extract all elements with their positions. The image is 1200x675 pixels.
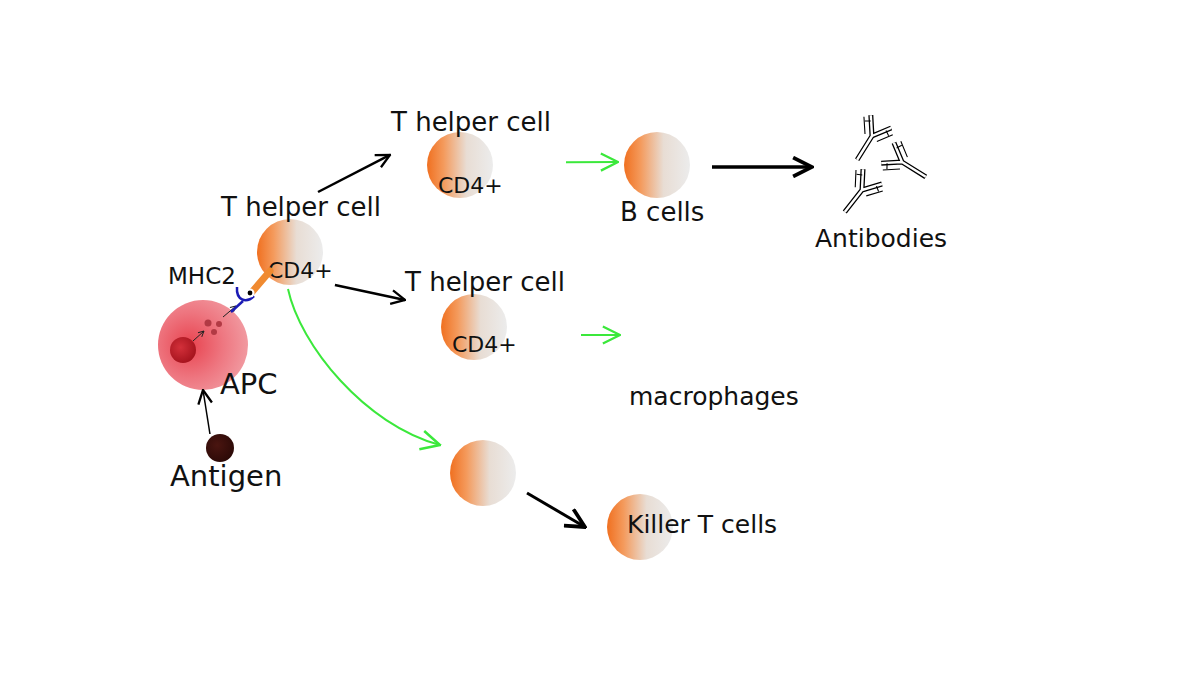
cell-node: APC — [158, 300, 248, 390]
cell-name: Antibodies — [815, 224, 947, 254]
cell-name: Antigen — [170, 459, 282, 494]
green-arrow — [288, 289, 440, 445]
cell-circle — [450, 440, 516, 506]
cell-name: T helper cell — [221, 192, 381, 223]
connector-arrow — [203, 390, 210, 434]
nucleus — [170, 337, 196, 363]
connector-arrow — [566, 161, 618, 163]
mhc2-receptor — [231, 301, 243, 312]
mhc2-receptor — [237, 287, 254, 300]
antigen-fragment — [205, 320, 212, 327]
cell-name: T helper cell — [391, 107, 551, 138]
cell-circle — [206, 434, 234, 462]
antigen-fragment — [216, 321, 222, 327]
cell-name: macrophages — [629, 382, 799, 412]
black-arrow — [527, 493, 585, 527]
connector-arrow — [581, 334, 620, 336]
cell-node: T helper cellCD4+ — [220, 192, 396, 285]
antibody-symbol — [879, 139, 935, 192]
connector-arrow — [318, 155, 390, 192]
connector-arrow — [712, 165, 812, 169]
connector-arrow — [335, 285, 405, 300]
cell-circle — [624, 132, 690, 198]
cd4-receptor — [252, 271, 270, 292]
marker-name: CD4+ — [268, 258, 333, 284]
cell-node: Killer T cells — [607, 494, 797, 560]
small-arrow — [193, 331, 204, 341]
cell-name: APC — [220, 367, 278, 402]
cell-node: B cells — [618, 132, 712, 230]
cell-node: T helper cellCD4+ — [390, 107, 566, 199]
antibody-symbol — [843, 113, 896, 169]
cell-node: Antigen — [170, 434, 290, 498]
antibody-symbol — [831, 166, 885, 222]
marker-name: CD4+ — [452, 332, 517, 358]
cell-node: Antibodies — [812, 105, 952, 257]
marker-name: CD4+ — [438, 173, 503, 199]
cell-node: T helper cellCD4+ — [405, 267, 581, 362]
cell-name: Killer T cells — [627, 510, 777, 540]
cell-name: B cells — [620, 197, 704, 228]
cell-node: macrophages — [620, 320, 820, 418]
cell-name: T helper cell — [405, 267, 565, 298]
molecule-label: MHC2 — [168, 263, 236, 291]
antigen-fragment — [211, 329, 217, 335]
peptide-dot — [246, 289, 255, 298]
small-arrow — [223, 306, 236, 317]
peptide-dot — [248, 291, 253, 296]
